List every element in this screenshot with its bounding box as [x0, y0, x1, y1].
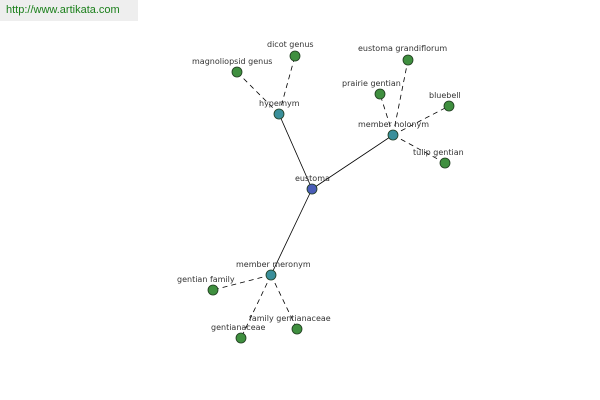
- node-eustoma-grandiflorum[interactable]: [402, 54, 414, 66]
- node-magnoliopsid-genus[interactable]: [231, 66, 243, 78]
- node-gentianaceae[interactable]: [235, 332, 247, 344]
- edge-hypernym: [278, 113, 313, 190]
- graph-labels: eustoma hypernym member holonym member mero…: [177, 40, 464, 332]
- label-gentian-family[interactable]: gentian family: [177, 275, 235, 284]
- node-eustoma[interactable]: [306, 183, 318, 195]
- label-member-meronym[interactable]: member meronym: [236, 260, 311, 269]
- label-eustoma[interactable]: eustoma: [295, 174, 330, 183]
- edge-gentianaceae: [240, 274, 272, 339]
- edge-prairie-gentian: [379, 93, 394, 136]
- node-hypernym[interactable]: [273, 108, 285, 120]
- node-bluebell[interactable]: [443, 100, 455, 112]
- edge-member-holonym: [311, 134, 394, 190]
- edge-magnoliopsid-genus: [236, 71, 280, 115]
- graph-nodes: [207, 50, 455, 344]
- label-gentianaceae[interactable]: gentianaceae: [211, 323, 266, 332]
- edge-dicot-genus: [278, 55, 296, 115]
- label-dicot-genus[interactable]: dicot genus: [267, 40, 314, 49]
- edge-gentian-family: [212, 274, 272, 291]
- url-banner: http://www.artikata.com: [0, 0, 138, 21]
- node-tulip-gentian[interactable]: [439, 157, 451, 169]
- label-bluebell[interactable]: bluebell: [429, 91, 461, 100]
- graph-edges: [212, 55, 450, 339]
- node-gentian-family[interactable]: [207, 284, 219, 296]
- edge-eustoma-grandiflorum: [392, 59, 409, 136]
- edge-family-gentianaceae: [270, 274, 298, 330]
- label-tulip-gentian[interactable]: tulip gentian: [413, 148, 464, 157]
- label-hypernym[interactable]: hypernym: [259, 99, 300, 108]
- label-magnoliopsid-genus[interactable]: magnoliopsid genus: [192, 57, 272, 66]
- label-member-holonym[interactable]: member holonym: [358, 120, 429, 129]
- node-dicot-genus[interactable]: [289, 50, 301, 62]
- edge-tulip-gentian: [392, 134, 446, 164]
- label-eustoma-grandiflorum[interactable]: eustoma grandiflorum: [358, 44, 447, 53]
- site-url-link[interactable]: http://www.artikata.com: [6, 4, 120, 16]
- label-prairie-gentian[interactable]: prairie gentian: [342, 79, 401, 88]
- node-family-gentianaceae[interactable]: [291, 323, 303, 335]
- node-prairie-gentian[interactable]: [374, 88, 386, 100]
- node-member-meronym[interactable]: [265, 269, 277, 281]
- node-member-holonym[interactable]: [387, 129, 399, 141]
- edge-member-meronym: [270, 188, 313, 276]
- label-family-gentianaceae[interactable]: family gentianaceae: [249, 314, 331, 323]
- edge-bluebell: [392, 105, 450, 136]
